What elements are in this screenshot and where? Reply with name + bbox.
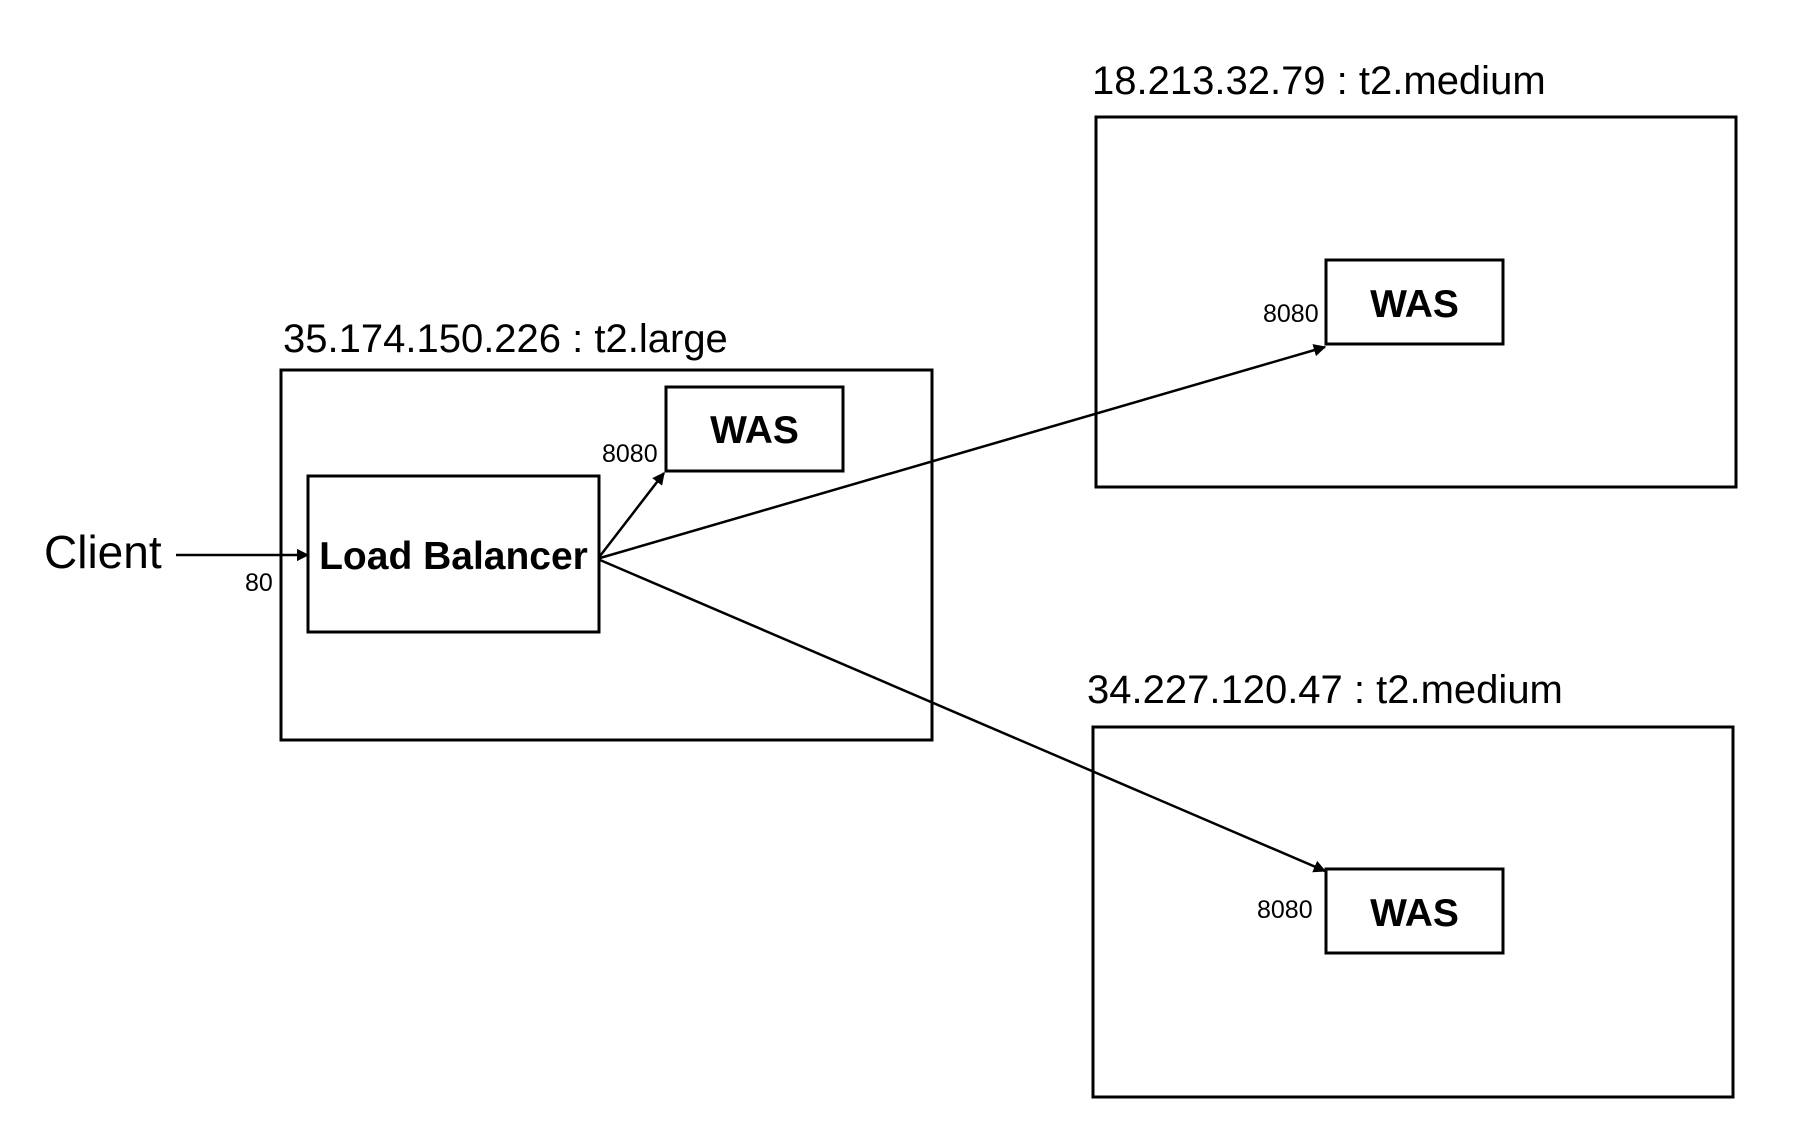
local-was-label: WAS [710,409,799,452]
lb-to-local-was-arrow [599,472,665,557]
top-was-port-label: 8080 [1263,300,1319,328]
top-host-label: 18.213.32.79 : t2.medium [1092,59,1546,103]
bottom-was-port-label: 8080 [1257,896,1313,924]
local-was-node [664,385,845,473]
bottom-host-label: 34.227.120.47 : t2.medium [1087,668,1563,712]
client-label: Client [44,526,162,578]
load-balancer-node [306,474,601,634]
bottom-was-label: WAS [1370,892,1459,935]
top-was-label: WAS [1370,283,1459,326]
top-was-node [1324,258,1505,346]
local-was-port-label: 8080 [602,440,658,468]
bottom-was-node [1324,867,1505,955]
load-balancer-label: Load Balancer [319,535,588,578]
lb-to-top-was-arrow [599,344,1327,560]
load-balancer-port-label: 80 [245,569,273,597]
lb-to-bottom-was-arrow [599,558,1327,873]
main-host-label: 35.174.150.226 : t2.large [283,317,728,361]
